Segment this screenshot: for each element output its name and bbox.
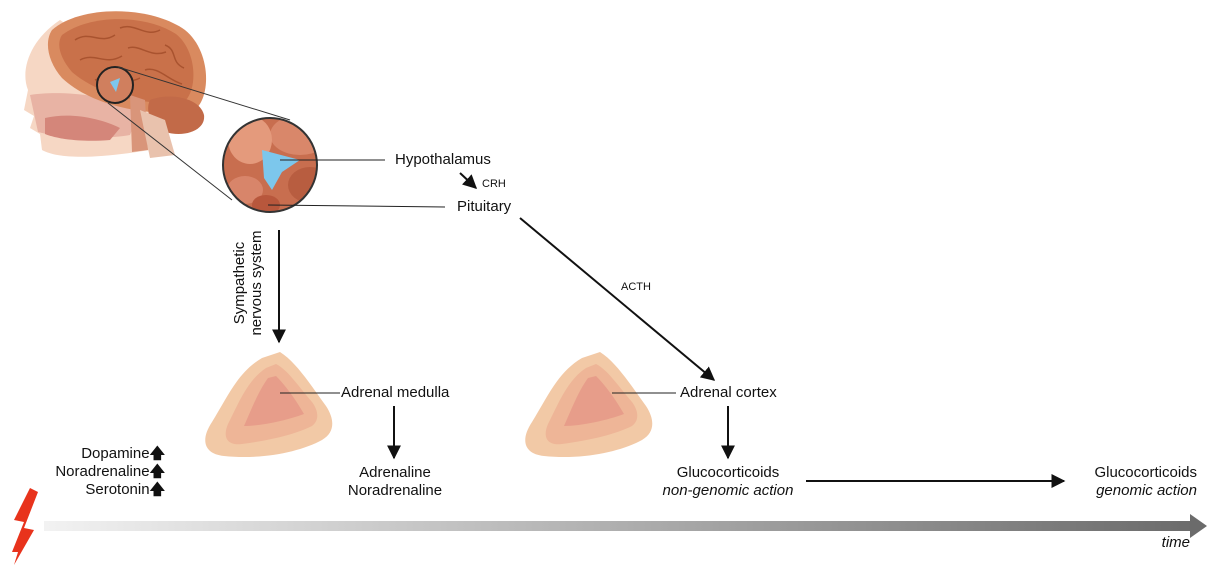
neurotransmitter-name: Serotonin [85,481,149,498]
increase-arrow-icon: 🡅 [150,463,165,480]
crh-label: CRH [482,175,506,193]
neurotransmitter-item: Noradrenaline🡅 [40,463,165,481]
hypothalamus-zoom-illustration [223,115,332,215]
neurotransmitter-name: Noradrenaline [55,463,149,480]
lightning-bolt-icon [12,488,38,565]
increase-arrow-icon: 🡅 [150,445,165,462]
sympathetic-label: Sympathetic nervous system [231,228,271,338]
neurotransmitter-item: Serotonin🡅 [40,481,165,499]
glucocorticoids-late-label: Glucocorticoids [1060,464,1197,482]
acth-label: ACTH [621,278,651,296]
sympathetic-label-line2: nervous system [248,228,265,338]
time-arrow [44,514,1207,538]
crh-arrow [460,173,476,188]
adrenal-gland-illustration-2 [525,352,652,457]
noradrenaline-output-label: Noradrenaline [340,482,450,500]
neurotransmitter-list: Dopamine🡅 Noradrenaline🡅 Serotonin🡅 [40,445,165,499]
adrenaline-label: Adrenaline [340,464,450,482]
neurotransmitter-item: Dopamine🡅 [40,445,165,463]
adrenal-cortex-label: Adrenal cortex [680,384,777,402]
genomic-action-label: genomic action [1060,482,1197,500]
time-label: time [1120,534,1190,552]
glucocorticoids-early-label: Glucocorticoids [650,464,806,482]
non-genomic-action-label: non-genomic action [650,482,806,500]
brain-illustration [24,11,206,158]
adrenal-medulla-label: Adrenal medulla [341,384,449,402]
acth-arrow [520,218,714,380]
pituitary-label: Pituitary [457,198,511,216]
increase-arrow-icon: 🡅 [150,481,165,498]
sympathetic-label-line1: Sympathetic [231,228,248,338]
hypothalamus-label: Hypothalamus [395,151,491,169]
adrenal-gland-illustration [205,352,332,457]
neurotransmitter-name: Dopamine [81,445,149,462]
